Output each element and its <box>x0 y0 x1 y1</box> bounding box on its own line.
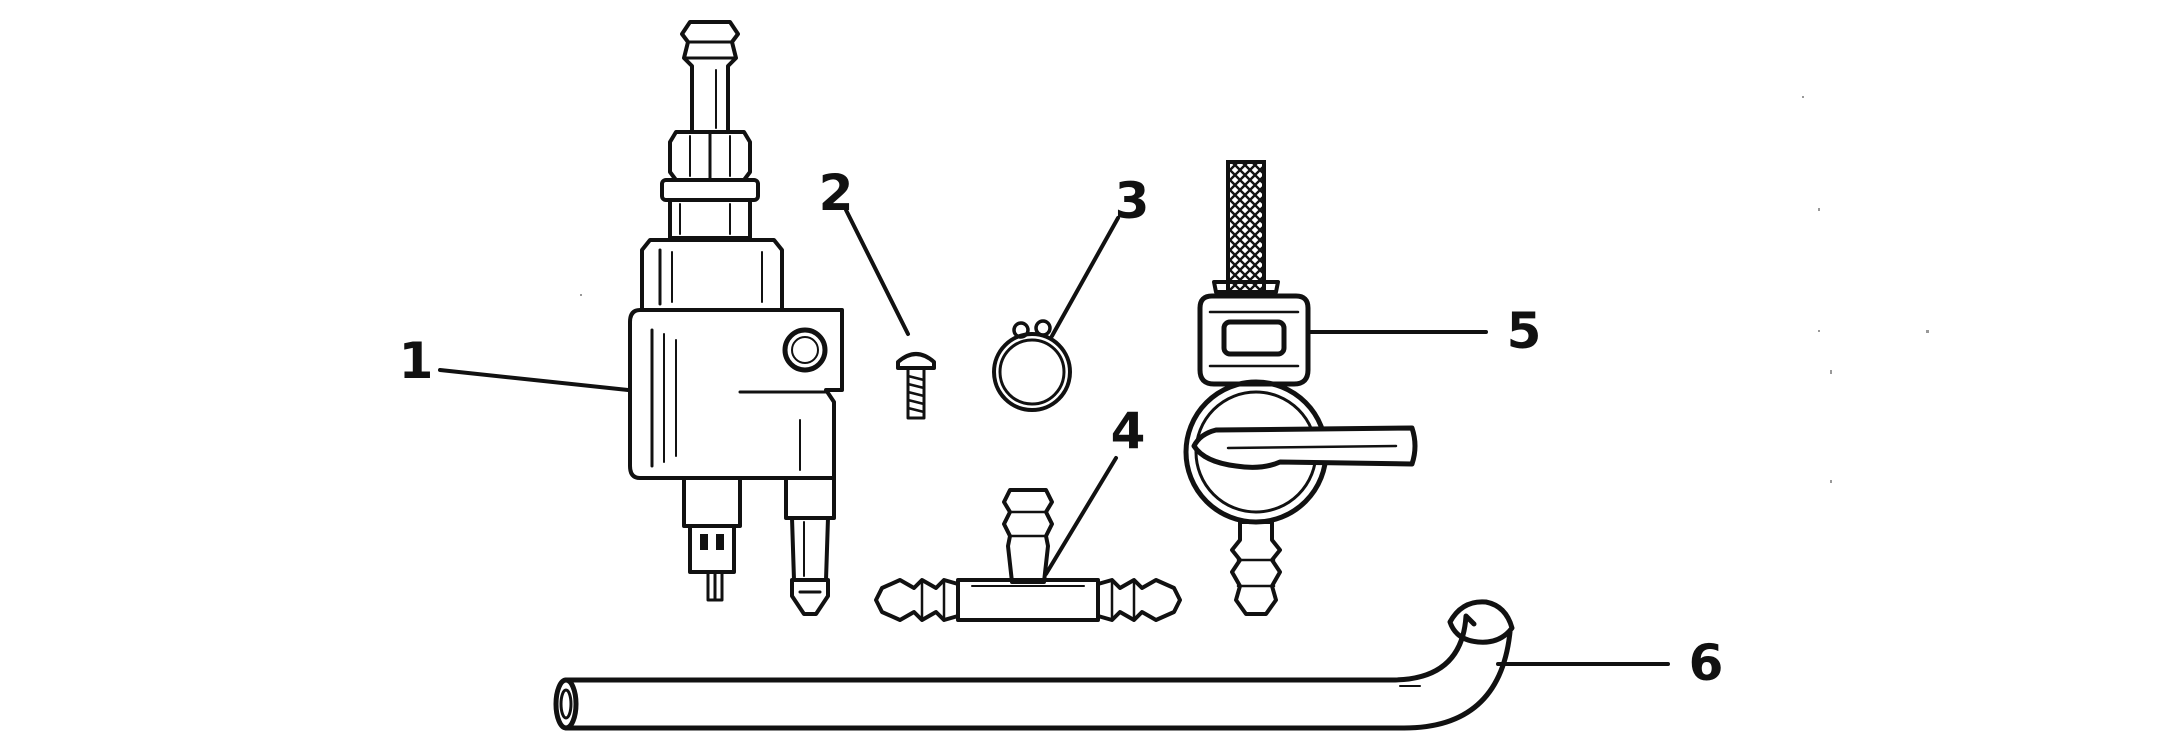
part-2-screw <box>896 352 936 420</box>
callout-labels: 1 2 3 4 5 6 <box>399 164 1724 692</box>
leader-line-1 <box>438 368 630 392</box>
leader-line-4 <box>1044 456 1118 576</box>
leader-lines <box>438 208 1670 666</box>
part-5-fuel-valve <box>1183 160 1418 616</box>
part-6-fuel-hose <box>553 599 1515 731</box>
leader-line-3 <box>1050 216 1120 338</box>
callout-6: 6 <box>1689 634 1724 692</box>
part-3-clamp <box>992 319 1072 412</box>
callout-4: 4 <box>1111 402 1146 460</box>
callout-5: 5 <box>1507 302 1542 360</box>
scan-specks <box>580 96 1929 483</box>
callout-3: 3 <box>1115 172 1150 230</box>
callout-1: 1 <box>399 332 434 390</box>
callout-2: 2 <box>819 164 854 222</box>
part-1-pump-assembly <box>628 20 844 616</box>
leader-line-2 <box>844 208 910 336</box>
part-4-tee-fitting <box>874 488 1182 622</box>
